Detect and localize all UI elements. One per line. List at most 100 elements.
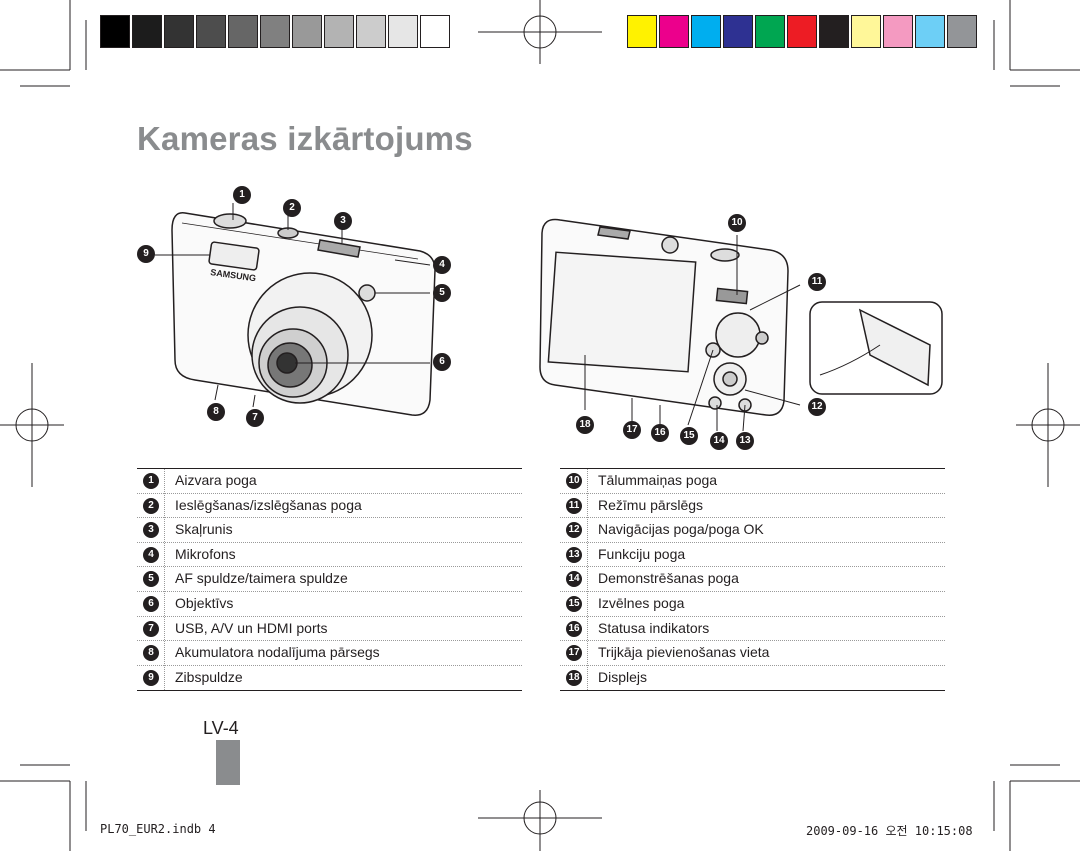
legend-label: Objektīvs <box>175 594 234 611</box>
callout-2: 2 <box>283 199 301 217</box>
legend-number: 10 <box>566 473 582 489</box>
legend-row: 12 Navigācijas poga/poga OK <box>560 518 945 543</box>
color-bar-swatch <box>691 15 721 48</box>
gray-bar-swatch <box>420 15 450 48</box>
legend-row: 7 USB, A/V un HDMI ports <box>137 617 522 642</box>
callout-3: 3 <box>334 212 352 230</box>
legend-row: 17 Trijkāja pievienošanas vieta <box>560 641 945 666</box>
legend-label: Funkciju poga <box>598 545 686 562</box>
color-bar-swatch <box>755 15 785 48</box>
color-bar-swatch <box>947 15 977 48</box>
legend-divider <box>164 469 165 691</box>
camera-front-illustration: SAMSUNG <box>155 203 436 416</box>
legend-label: Trijkāja pievienošanas vieta <box>598 644 770 661</box>
page-tab <box>216 740 240 785</box>
legend-row: 15 Izvēlnes poga <box>560 592 945 617</box>
callout-15: 15 <box>680 427 698 445</box>
callout-13: 13 <box>736 432 754 450</box>
legend-row: 4 Mikrofons <box>137 543 522 568</box>
gray-bar-swatch <box>132 15 162 48</box>
footer-file: PL70_EUR2.indb 4 <box>100 822 216 836</box>
callout-8: 8 <box>207 403 225 421</box>
legend-label: Navigācijas poga/poga OK <box>598 521 764 538</box>
color-bar-swatch <box>723 15 753 48</box>
callout-17: 17 <box>623 421 641 439</box>
legend-number: 6 <box>143 595 159 612</box>
legend-row: 2 Ieslēgšanas/izslēgšanas poga <box>137 494 522 519</box>
legend-label: Aizvara poga <box>175 472 257 488</box>
footer-timestamp: 2009-09-16 오전 10:15:08 <box>806 824 973 838</box>
legend-front: 1 Aizvara poga 2 Ieslēgšanas/izslēgšanas po… <box>137 468 522 692</box>
gray-bar-swatch <box>196 15 226 48</box>
page-title: Kameras izkārtojums <box>137 120 473 157</box>
color-bar-swatch <box>883 15 913 48</box>
legend-label: Mikrofons <box>175 545 236 562</box>
legend-row: 9 Zibspuldze <box>137 666 522 691</box>
callout-9: 9 <box>137 245 155 263</box>
legend-row: 8 Akumulatora nodalījuma pārsegs <box>137 641 522 666</box>
legend-number: 1 <box>143 473 159 489</box>
callout-11: 11 <box>808 273 826 291</box>
callout-14: 14 <box>710 432 728 450</box>
legend-row: 1 Aizvara poga <box>137 469 522 494</box>
callout-7: 7 <box>246 409 264 427</box>
legend-row: 10 Tālummaiņas poga <box>560 469 945 494</box>
legend-label: Skaļrunis <box>175 521 233 538</box>
legend-number: 16 <box>566 620 582 637</box>
color-bar-swatch <box>787 15 817 48</box>
callout-6: 6 <box>433 353 451 371</box>
legend-label: Izvēlnes poga <box>598 594 685 611</box>
legend-number: 15 <box>566 595 582 612</box>
legend-number: 18 <box>566 669 582 686</box>
legend-row: 16 Statusa indikators <box>560 617 945 642</box>
legend-row: 3 Skaļrunis <box>137 518 522 543</box>
gray-bar-swatch <box>260 15 290 48</box>
color-bar-swatch <box>851 15 881 48</box>
gray-bar-swatch <box>228 15 258 48</box>
legend-number: 7 <box>143 620 159 637</box>
callout-18: 18 <box>576 416 594 434</box>
legend-number: 13 <box>566 546 582 563</box>
legend-number: 8 <box>143 645 159 662</box>
gray-bar-swatch <box>100 15 130 48</box>
legend-number: 4 <box>143 546 159 563</box>
legend-label: Statusa indikators <box>598 619 710 636</box>
legend-number: 2 <box>143 497 159 514</box>
legend-row: 13 Funkciju poga <box>560 543 945 568</box>
legend-label: Demonstrēšanas poga <box>598 570 739 587</box>
color-bar-swatch <box>819 15 849 48</box>
legend-number: 11 <box>566 497 582 514</box>
legend-label: Ieslēgšanas/izslēgšanas poga <box>175 496 362 513</box>
legend-row: 14 Demonstrēšanas poga <box>560 567 945 592</box>
legend-number: 5 <box>143 571 159 588</box>
gray-bar-swatch <box>356 15 386 48</box>
legend-label: Zibspuldze <box>175 668 243 685</box>
legend-row: 6 Objektīvs <box>137 592 522 617</box>
legend-label: Tālummaiņas poga <box>598 472 718 488</box>
callout-12: 12 <box>808 398 826 416</box>
legend-divider <box>587 469 588 691</box>
legend-label: Displejs <box>598 668 648 685</box>
legend-number: 3 <box>143 522 159 539</box>
callout-16: 16 <box>651 424 669 442</box>
legend-number: 14 <box>566 571 582 588</box>
callout-4: 4 <box>433 256 451 274</box>
legend-row: 11 Režīmu pārslēgs <box>560 494 945 519</box>
legend-label: Akumulatora nodalījuma pārsegs <box>175 644 380 661</box>
callout-5: 5 <box>433 284 451 302</box>
legend-label: Režīmu pārslēgs <box>598 496 704 513</box>
color-bar-swatch <box>915 15 945 48</box>
legend-number: 9 <box>143 669 159 686</box>
page-number: LV-4 <box>203 718 239 738</box>
camera-back-illustration <box>539 218 943 432</box>
gray-bar-swatch <box>324 15 354 48</box>
legend-number: 12 <box>566 522 582 539</box>
gray-bar-swatch <box>388 15 418 48</box>
legend-number: 17 <box>566 645 582 662</box>
legend-label: USB, A/V un HDMI ports <box>175 619 328 636</box>
callout-1: 1 <box>233 186 251 204</box>
callout-10: 10 <box>728 214 746 232</box>
gray-bar-swatch <box>292 15 322 48</box>
